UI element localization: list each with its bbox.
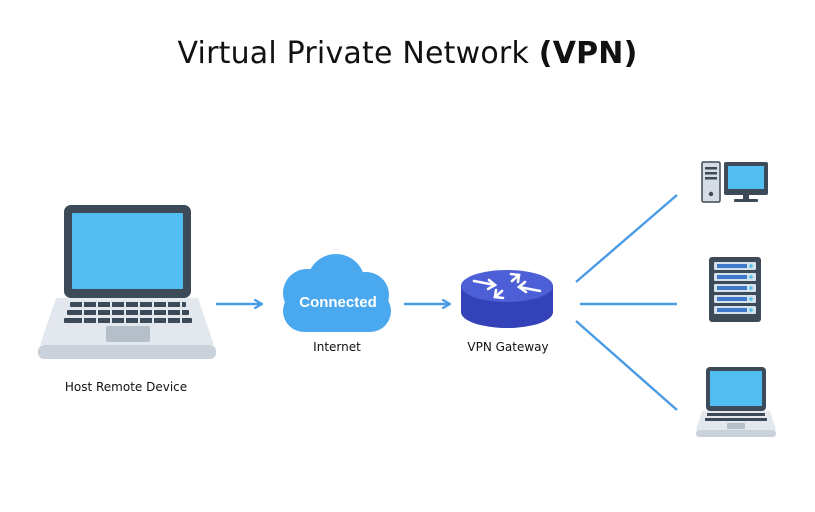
link-to-desktop xyxy=(575,194,678,283)
laptop-icon xyxy=(696,367,776,437)
host-laptop-icon xyxy=(38,205,216,359)
link-to-laptop xyxy=(575,320,678,411)
title-main: Virtual Private Network xyxy=(177,36,530,71)
server-rack-icon xyxy=(709,257,761,322)
router-icon xyxy=(461,270,553,328)
host-label: Host Remote Device xyxy=(65,380,187,394)
diagram-title: Virtual Private Network (VPN) xyxy=(0,36,815,71)
title-acronym: (VPN) xyxy=(538,36,638,71)
internet-label: Internet xyxy=(313,340,361,354)
desktop-computer-icon xyxy=(701,161,768,203)
cloud-status-text: Connected xyxy=(299,294,377,311)
gateway-label: VPN Gateway xyxy=(467,340,548,354)
cloud-icon xyxy=(283,254,391,332)
